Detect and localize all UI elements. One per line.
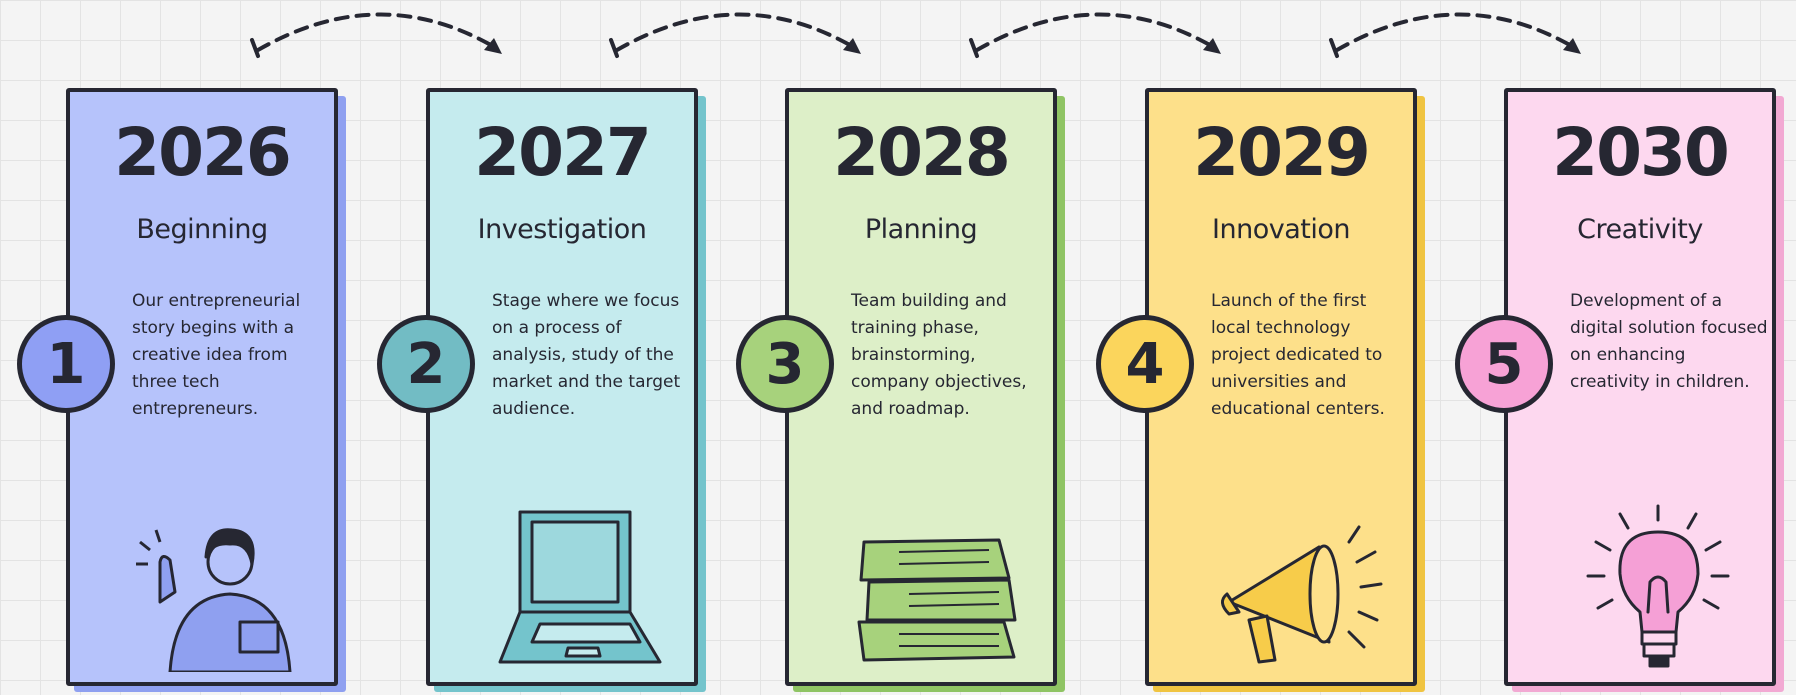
laptop-icon xyxy=(498,510,662,664)
step-number-badge: 3 xyxy=(736,315,834,413)
step-title: Beginning xyxy=(136,214,268,245)
arrow-connector xyxy=(615,12,857,52)
arrow-connector xyxy=(975,12,1217,52)
step-title: Innovation xyxy=(1212,214,1350,245)
megaphone-icon xyxy=(1221,525,1383,664)
step-description: Development of a digital solution focuse… xyxy=(1570,291,1768,392)
person-thumb-icon xyxy=(136,528,292,672)
arrow-head-icon xyxy=(843,38,861,54)
lightbulb-icon xyxy=(1586,504,1730,668)
arrow-head-icon xyxy=(1563,38,1581,54)
books-icon xyxy=(857,538,1017,662)
step-year: 2027 xyxy=(474,114,652,191)
step-card-3: 2028 Planning Team building and training… xyxy=(785,88,1057,686)
arrow-head-icon xyxy=(1203,38,1221,54)
step-title: Creativity xyxy=(1577,214,1703,245)
step-year: 2030 xyxy=(1552,114,1730,191)
step-card-1: 2026 Beginning Our entrepreneurial story… xyxy=(66,88,338,686)
arrow-head-icon xyxy=(484,38,502,54)
step-title: Investigation xyxy=(477,214,647,245)
step-title: Planning xyxy=(864,214,978,245)
arrow-connector xyxy=(1335,12,1577,52)
step-year: 2029 xyxy=(1193,114,1371,191)
step-number-badge: 4 xyxy=(1096,315,1194,413)
step-number-badge: 5 xyxy=(1455,315,1553,413)
step-description: Our entrepreneurial story begins with a … xyxy=(132,291,301,419)
step-card-4: 2029 Innovation Launch of the first loca… xyxy=(1145,88,1417,686)
arrow-connector xyxy=(256,12,498,52)
step-card-5: 2030 Creativity Development of a digital… xyxy=(1504,88,1776,686)
step-description: Team building and training phase, brains… xyxy=(851,291,1027,419)
step-description: Launch of the first local technology pro… xyxy=(1211,291,1385,419)
step-number-badge: 1 xyxy=(17,315,115,413)
step-year: 2028 xyxy=(833,114,1011,191)
step-description: Stage where we focus on a process of ana… xyxy=(492,291,681,419)
step-number-badge: 2 xyxy=(377,315,475,413)
step-year: 2026 xyxy=(114,114,292,191)
step-card-2: 2027 Investigation Stage where we focus … xyxy=(426,88,698,686)
